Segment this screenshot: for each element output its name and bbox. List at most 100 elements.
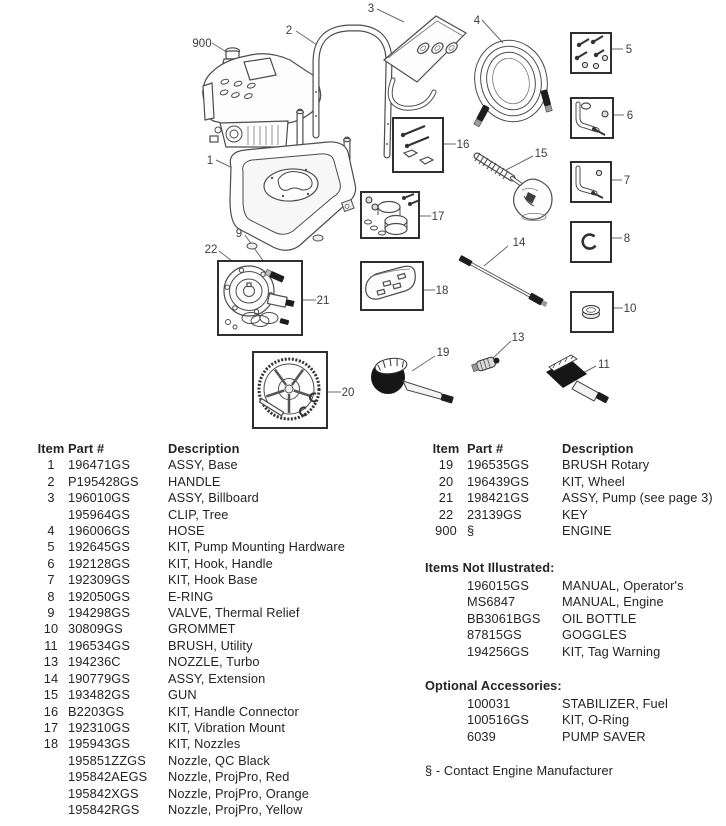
utility-brush-illustration: [546, 354, 609, 404]
item-cell: 14: [43, 670, 59, 686]
part-cell: 196006GS: [68, 523, 130, 539]
desc-cell: ASSY, Pump (see page 3): [562, 490, 713, 506]
desc-cell: MANUAL, Engine: [562, 594, 664, 610]
desc-cell: KIT, Hook Base: [168, 572, 258, 588]
callout-14: 14: [513, 237, 526, 249]
item-cell: 13: [43, 654, 59, 670]
optional-accessories-title: Optional Accessories:: [425, 678, 562, 693]
part-cell: 196534GS: [68, 637, 130, 653]
item-cell: [34, 507, 68, 523]
callout-2: 2: [286, 25, 292, 37]
part-cell: 6039: [467, 728, 496, 744]
desc-cell: OIL BOTTLE: [562, 610, 637, 626]
desc-cell: KIT, Wheel: [562, 473, 625, 489]
part-cell: BB3061BGS: [467, 610, 541, 626]
callout-6: 6: [627, 110, 633, 122]
part-cell: 192645GS: [68, 539, 130, 555]
col-header-item: Item: [37, 441, 65, 456]
callout-17: 17: [432, 211, 445, 223]
callout-8: 8: [624, 233, 630, 245]
callout-18: 18: [436, 285, 449, 297]
desc-cell: STABILIZER, Fuel: [562, 696, 668, 711]
desc-cell: BRUSH Rotary: [562, 457, 650, 473]
part-cell: 192309GS: [68, 572, 130, 588]
desc-cell: Nozzle, ProjPro, Yellow: [168, 801, 303, 817]
callout-labels: 900 2 3 4 1 5 6 7 8 10 16 15 17 14 18 9 …: [192, 3, 636, 399]
item-cell: 5: [47, 539, 55, 555]
desc-cell: ASSY, Base: [168, 457, 238, 473]
item-cell: [34, 753, 68, 769]
callout-19: 19: [437, 347, 450, 359]
desc-cell: BRUSH, Utility: [168, 637, 253, 653]
part-cell: 190779GS: [68, 670, 130, 686]
callout-20: 20: [342, 387, 355, 399]
turbo-nozzle-illustration: [471, 356, 500, 373]
item-cell: 18: [43, 736, 59, 752]
desc-cell: ASSY, Billboard: [168, 490, 259, 506]
handle-connector-kit-box: [392, 117, 444, 173]
desc-cell: KIT, O-Ring: [562, 712, 630, 728]
item-cell: 6: [47, 555, 55, 571]
item-cell: 17: [43, 719, 59, 735]
item-cell: 4: [47, 523, 55, 539]
callout-900: 900: [192, 38, 211, 50]
part-cell: 193482GS: [68, 687, 130, 703]
spray-gun-illustration: [473, 152, 553, 221]
part-cell: 100031: [467, 696, 511, 711]
part-cell: 195943GS: [68, 736, 130, 752]
grommet-box: [570, 291, 614, 333]
desc-cell: NOZZLE, Turbo: [168, 654, 260, 670]
handle-illustration: [312, 24, 393, 159]
pump-assembly-box: [217, 260, 303, 336]
desc-cell: HANDLE: [168, 473, 221, 489]
item-cell: 3: [47, 490, 55, 506]
desc-cell: KIT, Vibration Mount: [168, 719, 285, 735]
col-header-desc: Description: [168, 441, 240, 456]
callout-10: 10: [624, 303, 637, 315]
callout-13: 13: [512, 332, 525, 344]
hook-handle-kit-box: [570, 97, 614, 139]
part-cell: 195842RGS: [68, 801, 140, 817]
part-cell: 195964GS: [68, 506, 130, 522]
table-row: 900§ENGINE: [425, 523, 725, 539]
item-cell: 11: [44, 637, 58, 653]
list-item: 100031 STABILIZER, Fuel: [467, 696, 725, 712]
callout-16: 16: [457, 139, 470, 151]
desc-cell: GROMMET: [168, 621, 236, 637]
billboard-illustration: [383, 15, 467, 111]
part-cell: 196439GS: [467, 473, 529, 489]
part-cell: 194298GS: [68, 605, 130, 621]
engine-footnote: § - Contact Engine Manufacturer: [425, 763, 614, 778]
part-cell: 195842XGS: [68, 785, 139, 801]
desc-cell: KIT, Hook, Handle: [168, 555, 273, 571]
col-header-desc: Description: [562, 441, 634, 456]
part-cell: MS6847: [467, 594, 516, 610]
desc-cell: KEY: [562, 506, 588, 522]
part-cell: 198421GS: [467, 490, 529, 506]
extension-wand-illustration: [458, 255, 548, 308]
vibration-mount-kit-box: [360, 191, 421, 239]
list-item: MS6847 MANUAL, Engine: [467, 594, 725, 610]
part-cell: 192050GS: [68, 588, 130, 604]
desc-cell: KIT, Handle Connector: [168, 703, 299, 719]
item-cell: [34, 802, 68, 818]
col-header-item: Item: [432, 441, 460, 456]
e-ring-box: [570, 221, 612, 263]
